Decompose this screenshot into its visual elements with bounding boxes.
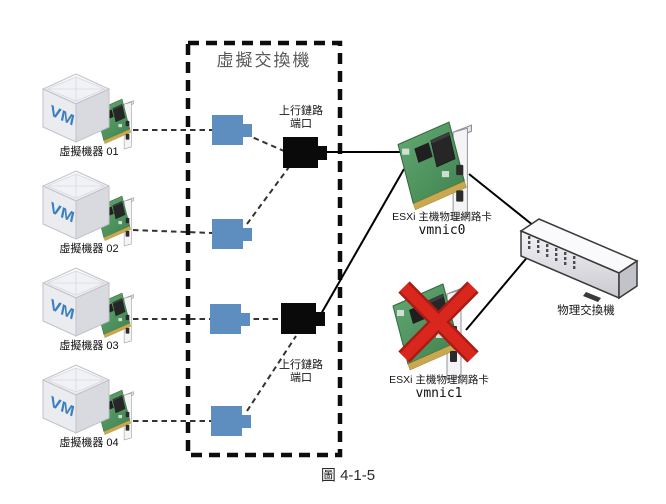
uplink-top-label-line2: 端口 bbox=[290, 117, 312, 130]
vmnic0-name: vmnic0 bbox=[418, 223, 466, 239]
failed-x-icon bbox=[398, 281, 479, 363]
vmnic1-name: vmnic1 bbox=[415, 386, 463, 402]
vswitch-port1-icon bbox=[212, 115, 252, 145]
vmnic0-label-line1: ESXi 主機物理網路卡 bbox=[392, 211, 492, 223]
vm3-cube-icon bbox=[42, 267, 110, 337]
uplink-top-label-line1: 上行鏈路 bbox=[279, 105, 323, 117]
switch-port-dots bbox=[528, 236, 576, 269]
link-uplink2-vmnic0 bbox=[320, 168, 405, 315]
vm3-label: 虛擬機器 03 bbox=[59, 340, 119, 352]
vmnic0-label: ESXi 主機物理網路卡 vmnic0 bbox=[374, 211, 510, 239]
vmnic0-card-icon bbox=[397, 121, 472, 221]
vmnic1-label: ESXi 主機物理網路卡 vmnic1 bbox=[371, 374, 507, 402]
uplink-port-bottom-icon bbox=[281, 303, 325, 334]
link-switch-vmnic1 bbox=[465, 253, 531, 331]
vm2-cube-icon bbox=[42, 170, 110, 240]
uplink-top-label: 上行鏈路 端口 bbox=[263, 105, 339, 131]
vswitch-ports bbox=[210, 115, 252, 436]
link-port4-uplink2 bbox=[246, 335, 297, 412]
vmnic1-label-line1: ESXi 主機物理網路卡 bbox=[389, 374, 489, 386]
link-port1-uplink1 bbox=[244, 133, 285, 152]
physical-links bbox=[320, 151, 535, 331]
vswitch-port2-icon bbox=[212, 219, 252, 249]
vm1-label: 虛擬機器 01 bbox=[59, 146, 119, 158]
vm4-cube-icon bbox=[42, 364, 110, 434]
vswitch-title: 虛擬交換機 bbox=[216, 51, 312, 70]
vswitch-port3-icon bbox=[210, 304, 250, 334]
vm1-cube-icon bbox=[42, 73, 110, 143]
physical-switch-label: 物理交換機 bbox=[557, 305, 615, 317]
vm4-label: 虛擬機器 04 bbox=[59, 437, 119, 449]
uplink-bottom-label: 上行鏈路 端口 bbox=[263, 359, 339, 385]
vswitch-port4-icon bbox=[211, 406, 251, 436]
link-port2-uplink1 bbox=[246, 166, 290, 225]
figure-caption: 圖 4-1-5 bbox=[320, 467, 376, 484]
uplink-port-top-icon bbox=[283, 137, 327, 168]
uplink-bottom-label-line1: 上行鏈路 bbox=[279, 359, 323, 371]
vswitch-boundary bbox=[185, 40, 343, 458]
link-vmnic0-switch bbox=[468, 173, 535, 227]
link-vm2-port2 bbox=[132, 229, 213, 234]
physical-switch-icon bbox=[519, 218, 639, 302]
uplink-bottom-label-line2: 端口 bbox=[290, 371, 312, 384]
vm-port-links bbox=[132, 129, 297, 422]
vm2-label: 虛擬機器 02 bbox=[59, 243, 119, 255]
